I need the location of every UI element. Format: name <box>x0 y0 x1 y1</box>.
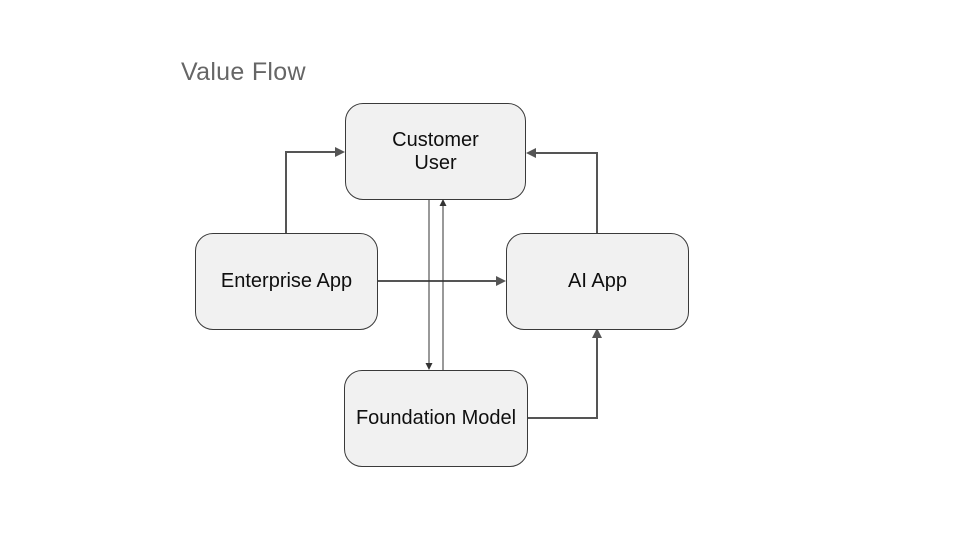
node-foundation-model-label: Foundation Model <box>355 407 517 429</box>
node-ai-app-label: AI App <box>568 270 627 292</box>
node-enterprise-app-label: Enterprise App <box>220 270 353 292</box>
diagram-title: Value Flow <box>181 58 306 86</box>
node-ai-app: AI App <box>506 233 689 330</box>
edge-ai-app-to-customer-user <box>526 148 598 233</box>
node-customer-user: Customer User <box>345 103 526 200</box>
node-enterprise-app: Enterprise App <box>195 233 378 330</box>
edge-foundation-model-to-ai-app <box>528 328 602 419</box>
edge-enterprise-app-to-customer-user <box>285 147 345 233</box>
node-customer-user-label: Customer User <box>392 128 479 174</box>
node-foundation-model: Foundation Model <box>344 370 528 467</box>
